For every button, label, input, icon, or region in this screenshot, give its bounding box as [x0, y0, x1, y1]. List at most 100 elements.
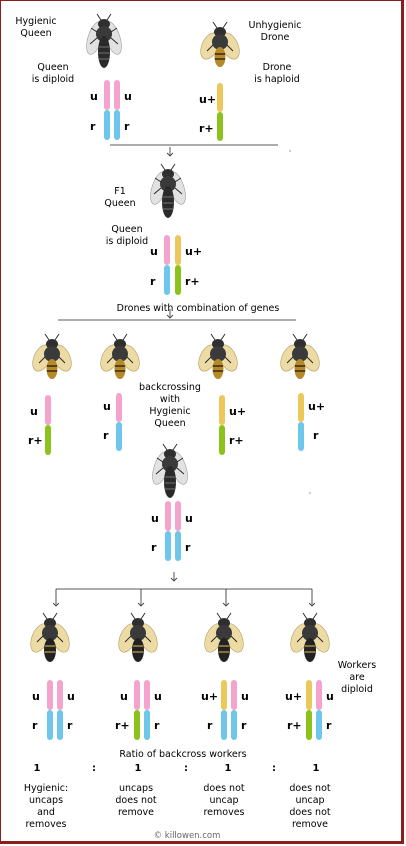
gene-label: u [241, 690, 249, 703]
gene-label: r+ [287, 719, 302, 732]
label-backcrossing: backcrossing with Hygienic Queen [139, 382, 201, 429]
bee-icon [82, 13, 126, 69]
gene-bar-r [164, 265, 170, 295]
gene-label: u [154, 690, 162, 703]
gene-bar-r [175, 531, 181, 561]
arrow-down-icon [52, 596, 60, 607]
label-drone-haploid: Drone is haploid [254, 62, 300, 85]
chromosome-bars [45, 80, 322, 740]
gene-bar-r [165, 531, 171, 561]
gene-label: u [124, 90, 132, 103]
gene-label: u+ [308, 400, 326, 413]
label-drones-combination: Drones with combination of genes [116, 303, 280, 314]
gene-label: u [151, 512, 159, 525]
gene-bar-r [316, 710, 322, 740]
gene-label: u+ [185, 245, 203, 258]
bee-icon [196, 21, 244, 68]
bee-icon [276, 333, 324, 380]
gene-bar-rplus [306, 710, 312, 740]
gene-bar-r [231, 710, 237, 740]
gene-label: u [32, 690, 40, 703]
arrow-down-icon [308, 596, 316, 607]
label-f1-queen-diploid: Queen is diploid [105, 224, 149, 247]
gene-label: r+ [28, 434, 43, 447]
gene-label: u+ [201, 690, 219, 703]
gene-bar-r [57, 710, 63, 740]
gene-label: u [67, 690, 75, 703]
gene-bar-u [114, 80, 120, 110]
gene-bar-r [144, 710, 150, 740]
arrow-down-icon [166, 146, 174, 157]
label-ratio-title: Ratio of backcross workers [119, 749, 247, 760]
gene-bar-u [165, 501, 171, 531]
gene-label: u [326, 690, 334, 703]
gene-label: r+ [229, 434, 244, 447]
gene-bar-rplus [219, 425, 225, 455]
gene-bar-u [175, 501, 181, 531]
gene-bar-u [144, 680, 150, 710]
gene-bar-rplus [175, 265, 181, 295]
gene-bar-u [57, 680, 63, 710]
gene-bar-uplus [175, 235, 181, 265]
gene-bar-u [116, 393, 122, 422]
gene-label: r [207, 719, 213, 732]
gene-bar-u [104, 80, 110, 110]
gene-bar-uplus [219, 395, 225, 425]
gene-label: u+ [229, 405, 247, 418]
gene-bar-rplus [45, 425, 51, 455]
gene-label: r [151, 541, 157, 554]
label-unhygienic-drone: Unhygienic Drone [248, 20, 302, 43]
gene-bar-rplus [134, 710, 140, 740]
gene-label: r+ [185, 275, 200, 288]
ratio-value: 1 [312, 763, 320, 774]
arrow-down-icon [137, 596, 145, 607]
ratio-value: 1 [134, 763, 142, 774]
gene-label: r [150, 275, 156, 288]
gene-label: r+ [115, 719, 130, 732]
label-f1-queen: F1 Queen [104, 186, 136, 209]
gene-bar-u [231, 680, 237, 710]
arrow-down-icon [222, 596, 230, 607]
gene-bar-u [47, 680, 53, 710]
arrow-down-icon [170, 571, 178, 582]
outcome-not-uncap-removes: does not uncap removes [203, 783, 245, 818]
stray-dot [289, 150, 291, 152]
gene-label: r+ [199, 122, 214, 135]
gene-label: r [185, 541, 191, 554]
outcome-uncaps-not-remove: uncaps does not remove [115, 783, 157, 818]
gene-bar-r [104, 110, 110, 140]
gene-bar-r [47, 710, 53, 740]
gene-label: u [120, 690, 128, 703]
gene-bar-r [221, 710, 227, 740]
stray-dot [309, 492, 311, 494]
bee-icon [28, 333, 76, 380]
outcome-hygienic: Hygienic: uncaps and removes [23, 783, 69, 830]
bee-icon [194, 333, 242, 380]
bee-icon [148, 443, 192, 499]
bee-icon [96, 333, 144, 380]
ratio-colon: : [92, 763, 96, 774]
gene-bar-u [164, 235, 170, 265]
bee-icon [114, 612, 162, 663]
connector-lines [55, 144, 313, 597]
gene-label: r [313, 429, 319, 442]
gene-label: u [90, 90, 98, 103]
bee-icon [26, 612, 74, 663]
gene-label: r [32, 719, 38, 732]
outcome-not-uncap-not-remove: does not uncap does not remove [289, 783, 331, 830]
gene-bar-rplus [217, 112, 223, 141]
gene-label: r [67, 719, 73, 732]
bee-icon [286, 612, 334, 663]
gene-label: r [124, 120, 130, 133]
gene-label: u [30, 405, 38, 418]
bee-icon [146, 163, 190, 219]
gene-bar-u [316, 680, 322, 710]
gene-label: u [185, 512, 193, 525]
gene-bar-uplus [221, 680, 227, 710]
label-queen-diploid: Queen is diploid [31, 62, 75, 85]
gene-label: r [103, 429, 109, 442]
ratio-value: 1 [33, 763, 41, 774]
label-hygienic-queen: Hygienic Queen [15, 16, 57, 39]
gene-bar-r [114, 110, 120, 140]
